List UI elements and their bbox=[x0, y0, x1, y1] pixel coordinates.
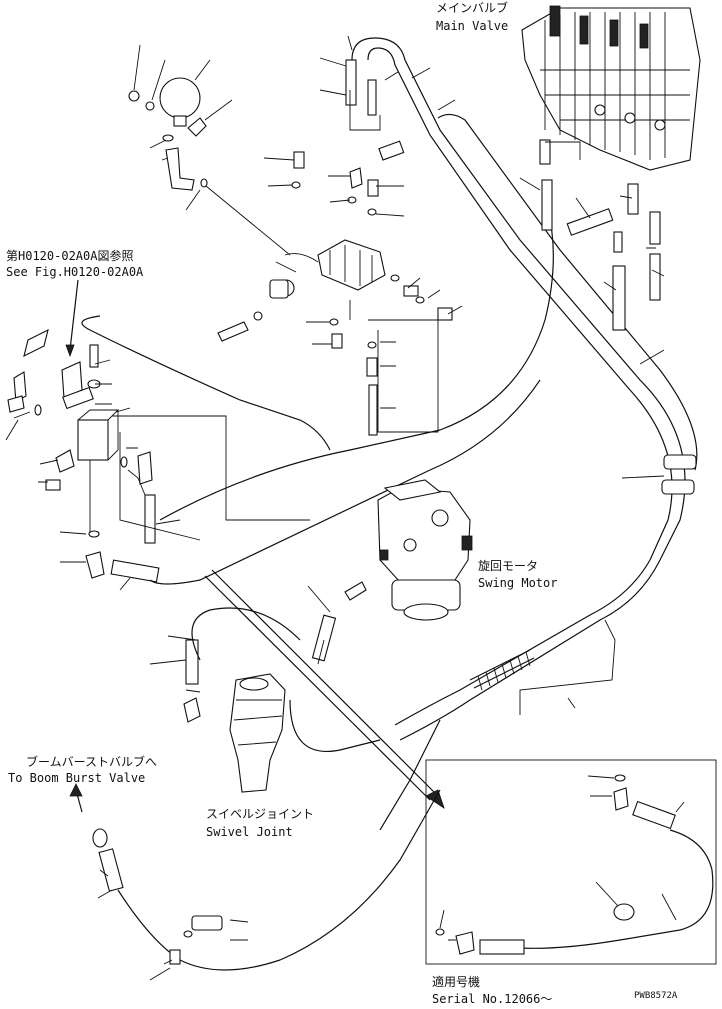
serial-label-jp: 適用号機 bbox=[432, 974, 480, 989]
pilot-hose-loop bbox=[81, 315, 331, 451]
arrow-head-icon bbox=[65, 344, 75, 358]
elbow-fitting bbox=[344, 581, 367, 601]
leader-lines bbox=[263, 35, 463, 409]
spiral-wrap bbox=[469, 649, 535, 691]
leader-lines bbox=[149, 635, 201, 693]
solenoid-valve-block bbox=[269, 239, 386, 299]
leader-lines bbox=[5, 359, 181, 591]
see-fig-label-jp: 第H0120-02A0A図参照 bbox=[6, 248, 133, 263]
leader-lines bbox=[307, 585, 331, 665]
serial-label-en: Serial No.12066～ bbox=[432, 992, 552, 1006]
main-valve-label-jp: メインバルブ bbox=[436, 0, 508, 15]
leader-lines bbox=[133, 44, 291, 256]
pipe-line bbox=[349, 90, 381, 131]
hose-fittings bbox=[291, 59, 453, 436]
pilot-hose bbox=[149, 379, 541, 585]
boom-burst-label-jp: ブームバーストバルブへ bbox=[26, 754, 157, 769]
boom-burst-hose bbox=[92, 789, 441, 971]
clamp-bracket bbox=[519, 619, 616, 715]
hose-clamp bbox=[661, 479, 695, 495]
leader-lines bbox=[97, 869, 249, 981]
leader-lines bbox=[519, 141, 665, 709]
main-valve-label-en: Main Valve bbox=[436, 19, 508, 33]
reference-arrow bbox=[69, 279, 79, 351]
bolt bbox=[217, 311, 263, 342]
arrow-head-icon bbox=[69, 783, 83, 797]
accumulator bbox=[128, 77, 208, 191]
swivel-joint-label-jp: スイベルジョイント bbox=[206, 807, 314, 821]
detail-box bbox=[425, 759, 717, 965]
boom-burst-label-en: To Boom Burst Valve bbox=[8, 771, 145, 785]
valve-fittings bbox=[539, 139, 661, 331]
pipe-line bbox=[89, 460, 146, 532]
swing-motor bbox=[377, 479, 473, 621]
hose-loop bbox=[191, 607, 381, 752]
swivel-joint-label-en: Swivel Joint bbox=[206, 825, 293, 839]
hose-fitting bbox=[311, 614, 337, 662]
main-valve bbox=[521, 5, 701, 171]
pipe-line bbox=[112, 415, 310, 541]
left-bracket-group bbox=[7, 328, 160, 583]
swivel-joint bbox=[183, 639, 286, 793]
swing-motor-label-jp: 旋回モータ bbox=[478, 559, 538, 573]
see-fig-label-en: See Fig.H0120-02A0A bbox=[6, 265, 144, 279]
drawing-code: PWB8572A bbox=[634, 991, 678, 1001]
swing-motor-label-en: Swing Motor bbox=[478, 576, 557, 590]
hose-clamp bbox=[663, 454, 697, 470]
detail-reference-arrow bbox=[204, 569, 437, 801]
